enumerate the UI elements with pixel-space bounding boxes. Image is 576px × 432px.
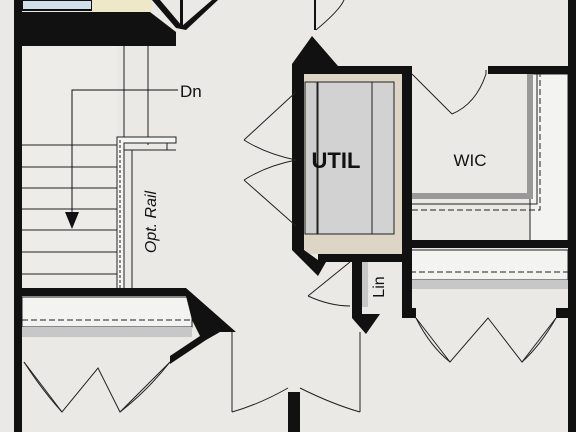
doors xyxy=(23,0,557,413)
room-label-util: UTIL xyxy=(312,148,361,173)
lower-left-shelving xyxy=(21,296,193,337)
stair-direction-arrow xyxy=(65,89,178,229)
top-left-room xyxy=(21,0,152,12)
rail-note: Opt. Rail xyxy=(143,190,160,253)
util-cabinets xyxy=(304,81,395,235)
room-label-lin: Lin xyxy=(371,276,388,297)
wic-shelving xyxy=(412,73,569,243)
linen-shelving xyxy=(360,249,569,307)
walls xyxy=(14,0,576,432)
room-label-wic: WIC xyxy=(453,151,486,170)
stair-direction-label: Dn xyxy=(180,82,202,101)
stairs xyxy=(22,46,177,291)
